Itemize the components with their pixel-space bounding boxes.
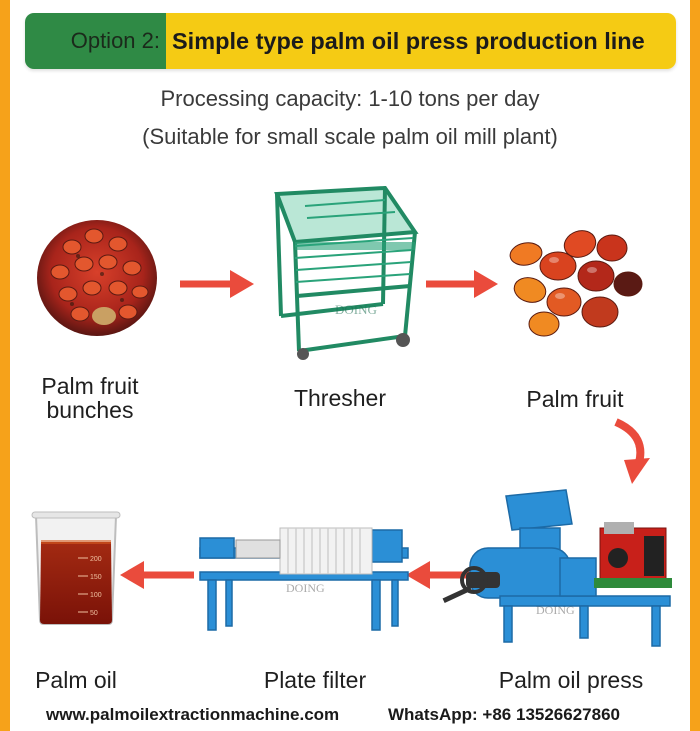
filter-watermark: DOING [286, 581, 325, 595]
palm-fruit-bunch-icon [37, 220, 157, 336]
step-label-line: Palm fruit [41, 373, 139, 399]
flow-arrow-1 [180, 270, 254, 298]
palm-oil-press-machine-icon: DOING [442, 489, 672, 647]
footer-whatsapp: WhatsApp: +86 13526627860 [388, 705, 620, 724]
header-banner: Option 2: Simple type palm oil press pro… [25, 13, 676, 69]
oil-beaker-icon: 200 150 100 50 [31, 511, 121, 625]
left-frame-border [0, 0, 10, 731]
beaker-tick-label: 100 [90, 592, 102, 599]
option-label: Option 2: [25, 13, 166, 69]
beaker-tick-label: 200 [90, 556, 102, 563]
capacity-text: Processing capacity: 1-10 tons per day [160, 86, 540, 111]
flow-arrow-4 [120, 561, 194, 589]
thresher-watermark: DOING [335, 302, 377, 317]
step-label-palm-fruit: Palm fruit [526, 386, 624, 412]
footer-website-link[interactable]: www.palmoilextractionmachine.com [46, 705, 340, 724]
right-frame-border [690, 0, 700, 731]
flow-arrow-curved [614, 418, 650, 484]
step-label-plate-filter: Plate filter [263, 667, 367, 693]
press-watermark: DOING [536, 603, 575, 617]
beaker-tick-label: 50 [90, 610, 98, 617]
flow-arrow-2 [426, 270, 498, 298]
plate-filter-machine-icon: DOING [199, 527, 409, 631]
step-label-line: bunches [46, 397, 134, 423]
page-title: Simple type palm oil press production li… [166, 13, 676, 69]
beaker-tick-label: 150 [90, 574, 102, 581]
step-label-thresher: Thresher [293, 385, 387, 411]
palm-fruit-icon [509, 230, 643, 337]
step-label-palm-fruit-bunches: Palm fruit bunches [20, 374, 160, 422]
suitability-text: (Suitable for small scale palm oil mill … [142, 124, 558, 149]
step-label-palm-oil-press: Palm oil press [498, 667, 644, 693]
step-label-palm-oil: Palm oil [35, 667, 117, 693]
thresher-machine-icon: DOING [274, 186, 419, 360]
